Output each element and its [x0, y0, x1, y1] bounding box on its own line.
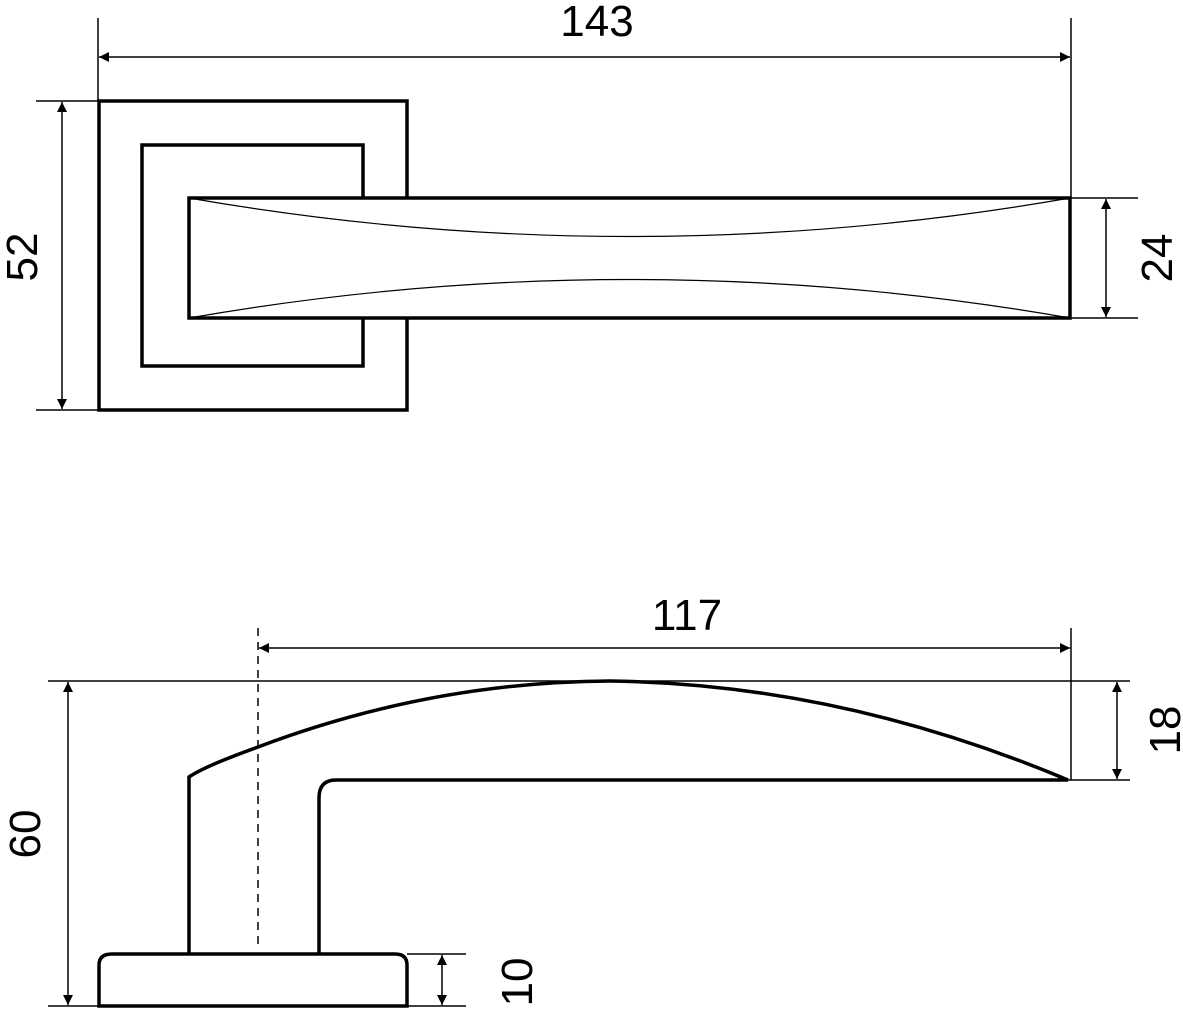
top-view: 143 52 24	[0, 0, 1182, 412]
lever-side-outline	[187, 679, 1069, 954]
dim-label-143: 143	[560, 0, 633, 46]
side-view: 117 60 18 10	[1, 591, 1183, 1008]
lever-top-bar	[187, 196, 1072, 320]
lever-top-curve-lower	[188, 278, 1071, 319]
dim-label-24: 24	[1133, 234, 1182, 283]
rose-base-outline	[97, 952, 409, 1008]
dim-label-10: 10	[493, 958, 542, 1007]
dim-label-18: 18	[1141, 706, 1183, 755]
lever-top-curve-upper	[188, 197, 1071, 238]
dim-label-117: 117	[652, 591, 722, 640]
dim-label-52: 52	[0, 233, 47, 282]
dim-label-60: 60	[1, 810, 50, 859]
